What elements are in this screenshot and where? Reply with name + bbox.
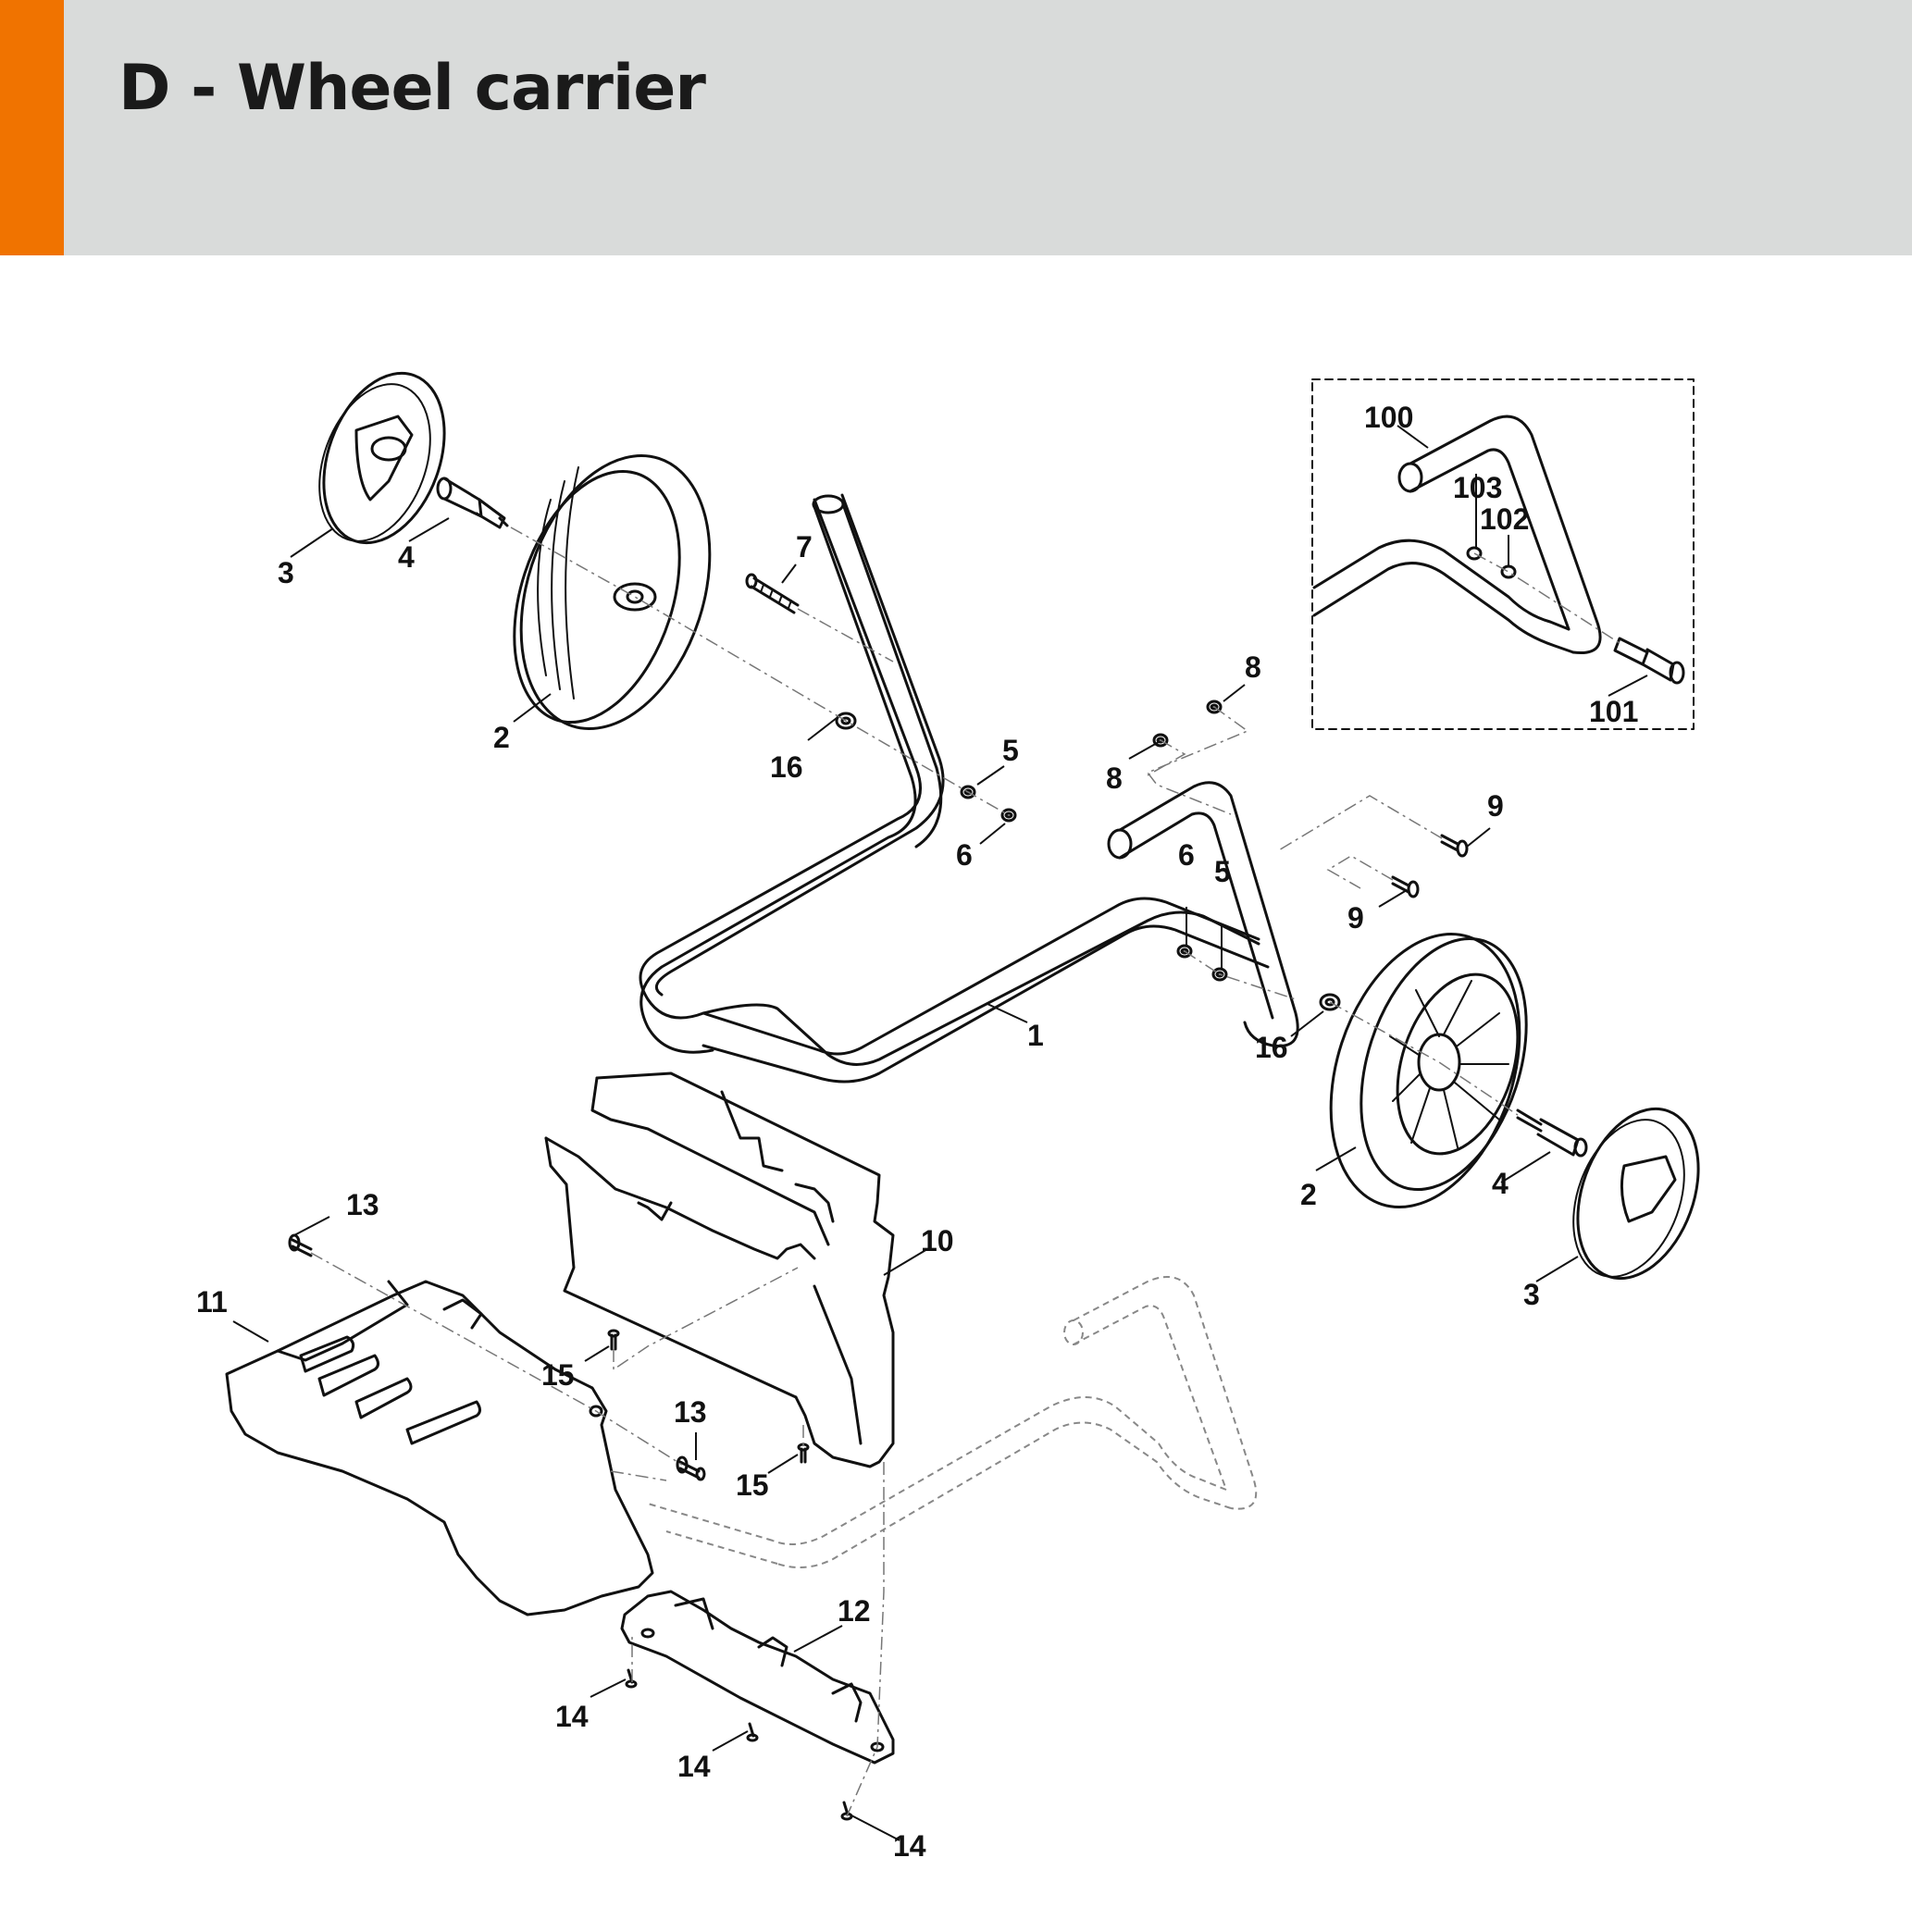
callout-16: 16: [770, 750, 803, 784]
screw-13-upper[interactable]: [288, 1233, 313, 1257]
wheel-bottom-right[interactable]: [1298, 910, 1557, 1232]
callout-15: 15: [736, 1468, 769, 1502]
washer-16-right[interactable]: [1319, 993, 1341, 1011]
callout-13: 13: [346, 1188, 379, 1221]
callout-10: 10: [921, 1224, 954, 1257]
hub-cap-bottom-right[interactable]: [1553, 1092, 1720, 1295]
deflector-11[interactable]: [225, 1280, 654, 1616]
callout-15: 15: [541, 1358, 575, 1392]
callout-9: 9: [1347, 901, 1364, 935]
nut-103[interactable]: [1466, 546, 1483, 561]
nut-6-top[interactable]: [1000, 808, 1017, 823]
hub-cap-top-left[interactable]: [299, 356, 466, 560]
axle-pin-101[interactable]: [1613, 637, 1685, 685]
washer-5-top[interactable]: [960, 785, 976, 799]
callout-7: 7: [796, 530, 813, 564]
wheel-top-left[interactable]: [485, 431, 743, 753]
callout-4: 4: [398, 540, 415, 574]
callout-2: 2: [493, 721, 510, 754]
washer-102[interactable]: [1500, 564, 1517, 579]
callout-2: 2: [1300, 1178, 1317, 1211]
washer-16-top[interactable]: [835, 712, 857, 730]
callout-3: 3: [1523, 1278, 1540, 1311]
callout-8: 8: [1245, 650, 1261, 684]
callout-8: 8: [1106, 762, 1123, 795]
callout-101: 101: [1589, 695, 1638, 728]
callout-100: 100: [1364, 401, 1413, 434]
callout-9: 9: [1487, 789, 1504, 823]
callout-4: 4: [1492, 1167, 1508, 1200]
nut-6-right[interactable]: [1176, 944, 1193, 959]
screw-14-b[interactable]: [746, 1722, 759, 1742]
callout-103: 103: [1453, 471, 1502, 504]
callout-102: 102: [1480, 502, 1529, 536]
callout-14: 14: [555, 1700, 589, 1733]
bolt-9-lower[interactable]: [1391, 875, 1420, 898]
assembly-lines: [310, 526, 1620, 1817]
callout-16: 16: [1255, 1031, 1288, 1064]
callout-1: 1: [1027, 1019, 1044, 1052]
callout-6: 6: [1178, 838, 1195, 872]
bolt-9-upper[interactable]: [1440, 834, 1469, 858]
callout-5: 5: [1214, 855, 1231, 888]
page-header: D - Wheel carrier: [0, 0, 1912, 255]
nut-8-left[interactable]: [1152, 733, 1169, 748]
washer-5-right[interactable]: [1211, 967, 1228, 982]
callout-5: 5: [1002, 734, 1019, 767]
callout-3: 3: [278, 556, 294, 589]
wheel-carrier-frame[interactable]: [639, 493, 1299, 1084]
screw-15-lower[interactable]: [797, 1443, 810, 1464]
screw-15-upper[interactable]: [607, 1329, 620, 1351]
page-title: D - Wheel carrier: [118, 52, 706, 125]
callout-11: 11: [196, 1285, 228, 1319]
callout-6: 6: [956, 838, 973, 872]
axle-pin-bottom-right[interactable]: [1516, 1108, 1588, 1158]
axle-pin-top-left[interactable]: [436, 477, 509, 529]
header-accent-bar: [0, 0, 64, 255]
callout-13: 13: [674, 1395, 707, 1429]
callout-12: 12: [838, 1594, 871, 1628]
nut-8-top[interactable]: [1206, 700, 1223, 714]
collector-housing-10[interactable]: [544, 1071, 895, 1468]
screw-13-lower[interactable]: [676, 1455, 706, 1481]
screw-14-c[interactable]: [840, 1801, 853, 1821]
bolt-7[interactable]: [745, 573, 800, 614]
alternative-frame-inset-box: [1311, 378, 1695, 730]
frame-position-ghost: [647, 1276, 1258, 1568]
callout-labels: 3 4 2 7 16 5 6 8 8 9 9 6 5 1 16 2 4 3 10…: [196, 401, 1638, 1863]
callout-14: 14: [677, 1750, 711, 1783]
alternative-frame-100[interactable]: [1312, 415, 1602, 655]
screw-14-a[interactable]: [625, 1668, 638, 1689]
callout-14: 14: [893, 1829, 926, 1863]
leader-lines: [232, 425, 1648, 1841]
